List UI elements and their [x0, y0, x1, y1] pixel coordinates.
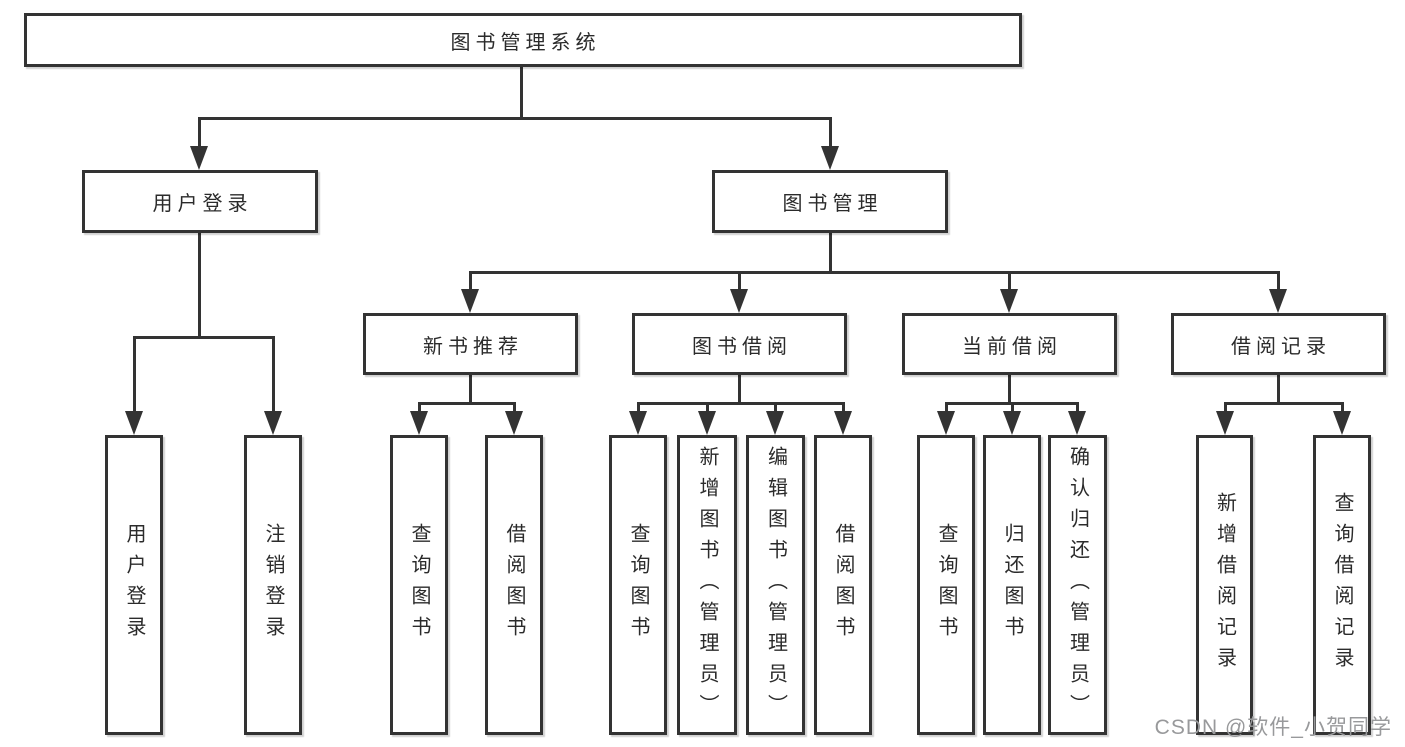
leaf-bb-add-books-admin-label: 新增图书（管理员）: [696, 445, 718, 725]
leaf-bb-add-books-admin: 新增图书（管理员）: [677, 435, 737, 735]
edge-stem-nb-borrow: [513, 402, 516, 414]
node-new-book-recommend-label: 新书推荐: [423, 335, 523, 358]
leaf-br-query-record: 查询借阅记录: [1313, 435, 1371, 735]
arrow-new-book: [461, 289, 479, 313]
edge-stem-leaf-user-login: [133, 336, 136, 413]
leaf-nb-query-books-label: 查询图书: [408, 523, 430, 647]
arrow-bb-add: [698, 411, 716, 435]
edge-stem-current-borrow: [1008, 271, 1011, 291]
leaf-cb-confirm-return-admin-label: 确认归还（管理员）: [1066, 445, 1089, 725]
arrow-nb-query: [410, 411, 428, 435]
edge-new-book-stub: [469, 375, 472, 405]
arrow-book-management: [821, 146, 839, 170]
leaf-nb-borrow-books-label: 借阅图书: [503, 523, 525, 647]
node-library-system: 图书管理系统: [24, 13, 1022, 67]
arrow-leaf-user-login: [125, 411, 143, 435]
edge-book-management-bar: [469, 271, 1280, 274]
edge-stem-bb-borrow: [842, 402, 845, 414]
edge-stem-cb-return: [1011, 402, 1014, 414]
arrow-leaf-logout: [264, 411, 282, 435]
leaf-cb-confirm-return-admin: 确认归还（管理员）: [1048, 435, 1107, 735]
edge-stem-user-login: [198, 117, 201, 147]
node-book-borrow-label: 图书借阅: [692, 335, 792, 358]
node-library-system-label: 图书管理系统: [450, 31, 601, 54]
node-borrow-records-label: 借阅记录: [1231, 335, 1331, 358]
arrow-bb-edit: [766, 411, 784, 435]
edge-stem-book-borrow: [738, 271, 741, 291]
arrow-nb-borrow: [505, 411, 523, 435]
edge-user-login-bar: [133, 336, 275, 339]
leaf-bb-query-books-label: 查询图书: [627, 523, 649, 647]
node-book-borrow: 图书借阅: [632, 313, 847, 375]
leaf-br-add-record: 新增借阅记录: [1196, 435, 1253, 735]
node-book-management: 图书管理: [712, 170, 948, 233]
node-current-borrow: 当前借阅: [902, 313, 1117, 375]
leaf-bb-borrow-books: 借阅图书: [814, 435, 872, 735]
edge-current-borrow-stub: [1008, 375, 1011, 405]
node-user-login: 用户登录: [82, 170, 318, 233]
edge-book-management-trunk: [829, 233, 832, 274]
arrow-bb-borrow: [834, 411, 852, 435]
node-current-borrow-label: 当前借阅: [962, 335, 1062, 358]
edge-root-bar: [198, 117, 832, 120]
leaf-nb-query-books: 查询图书: [390, 435, 448, 735]
arrow-cb-confirm: [1068, 411, 1086, 435]
arrow-borrow-records: [1269, 289, 1287, 313]
leaf-bb-edit-books-admin: 编辑图书（管理员）: [746, 435, 805, 735]
leaf-cb-return-books: 归还图书: [983, 435, 1041, 735]
arrow-br-query: [1333, 411, 1351, 435]
edge-stem-borrow-records: [1277, 271, 1280, 291]
arrow-cb-return: [1003, 411, 1021, 435]
edge-stem-book-management: [829, 117, 832, 147]
edge-borrow-records-bar: [1224, 402, 1344, 405]
arrow-cb-query: [937, 411, 955, 435]
edge-stem-bb-edit: [774, 402, 777, 414]
edge-stem-cb-query: [945, 402, 948, 414]
arrow-br-add: [1216, 411, 1234, 435]
leaf-bb-query-books: 查询图书: [609, 435, 667, 735]
arrow-current-borrow: [1000, 289, 1018, 313]
edge-new-book-bar: [418, 402, 516, 405]
leaf-cb-query-books: 查询图书: [917, 435, 975, 735]
edge-stem-bb-add: [706, 402, 709, 414]
leaf-bb-edit-books-admin-label: 编辑图书（管理员）: [764, 445, 787, 725]
edge-user-login-trunk: [198, 233, 201, 339]
leaf-logout-label: 注销登录: [262, 523, 284, 647]
edge-root-trunk: [520, 67, 523, 118]
edge-book-borrow-bar: [637, 402, 845, 405]
edge-stem-br-query: [1341, 402, 1344, 414]
edge-borrow-records-stub: [1277, 375, 1280, 405]
node-book-management-label: 图书管理: [782, 193, 883, 215]
leaf-bb-borrow-books-label: 借阅图书: [832, 523, 854, 647]
arrow-user-login: [190, 146, 208, 170]
edge-stem-new-book: [469, 271, 472, 291]
leaf-br-add-record-label: 新增借阅记录: [1213, 492, 1236, 678]
leaf-cb-return-books-label: 归还图书: [1001, 523, 1023, 647]
edge-stem-nb-query: [418, 402, 421, 414]
arrow-book-borrow: [730, 289, 748, 313]
node-user-login-label: 用户登录: [152, 193, 253, 215]
leaf-nb-borrow-books: 借阅图书: [485, 435, 543, 735]
edge-stem-bb-query: [637, 402, 640, 414]
node-borrow-records: 借阅记录: [1171, 313, 1386, 375]
leaf-user-login: 用户登录: [105, 435, 163, 735]
leaf-cb-query-books-label: 查询图书: [935, 523, 957, 647]
edge-stem-leaf-logout: [272, 336, 275, 413]
leaf-logout: 注销登录: [244, 435, 302, 735]
arrow-bb-query: [629, 411, 647, 435]
edge-stem-br-add: [1224, 402, 1227, 414]
leaf-user-login-label: 用户登录: [123, 523, 145, 647]
edge-stem-cb-confirm: [1076, 402, 1079, 414]
edge-book-borrow-stub: [738, 375, 741, 405]
leaf-br-query-record-label: 查询借阅记录: [1331, 492, 1353, 678]
node-new-book-recommend: 新书推荐: [363, 313, 578, 375]
